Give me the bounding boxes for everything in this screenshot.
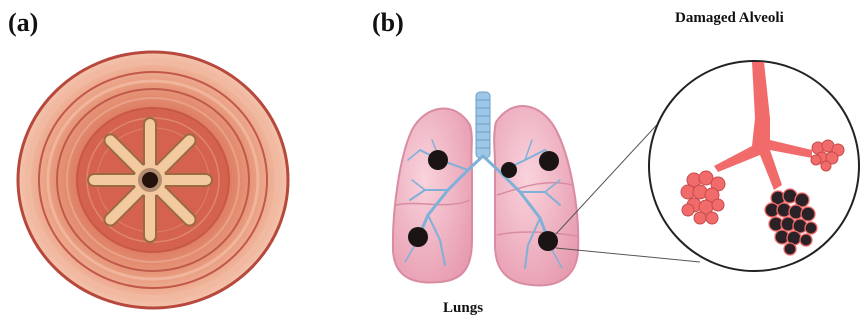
damage-spot xyxy=(408,227,428,247)
airway-cross-section-icon xyxy=(18,52,288,308)
alveoli-zoom-icon xyxy=(649,61,859,271)
lungs-icon xyxy=(393,92,578,285)
airway-lumen xyxy=(88,118,212,242)
trachea xyxy=(476,92,490,158)
damage-spot xyxy=(538,231,558,251)
right-lung xyxy=(494,106,578,285)
left-lung xyxy=(393,109,472,283)
damage-spot xyxy=(501,162,517,178)
damage-spot xyxy=(539,151,559,171)
damage-spot xyxy=(428,150,448,170)
